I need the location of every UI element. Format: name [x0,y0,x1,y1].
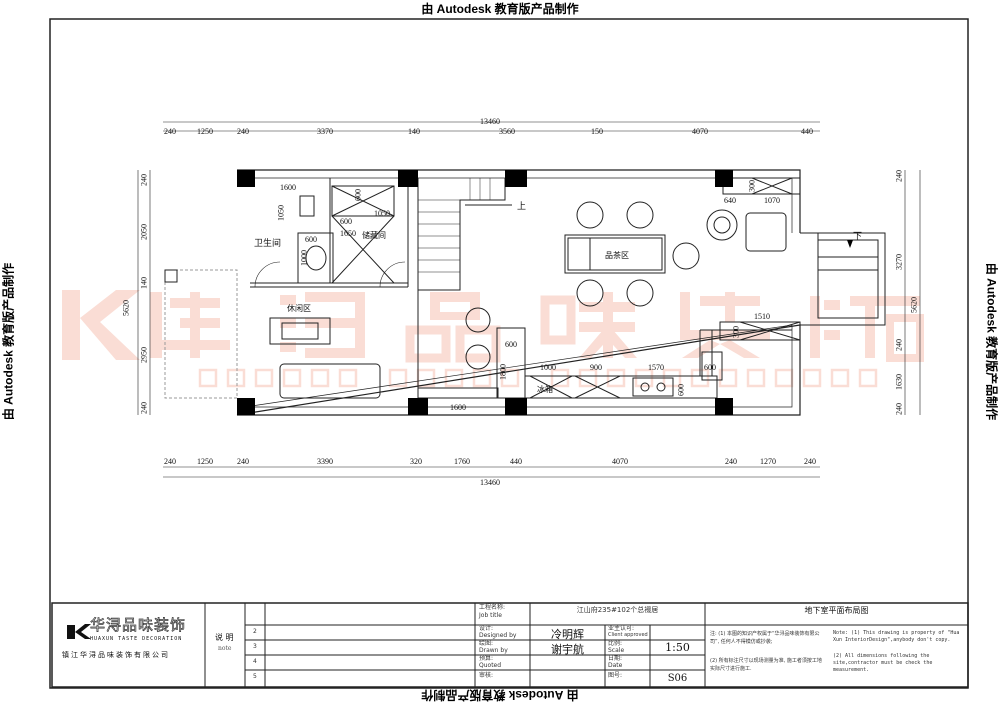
dim-bar-width: 600 [505,340,517,349]
drawer-name: 谢宇航 [530,641,605,657]
job-title: 江山府235#102个总裰居 [530,607,705,614]
dim-bottom: 240 [804,457,816,466]
client-label: 业主认可: [608,625,634,632]
room-label-fridge: 冰箱 [537,384,553,395]
dim-right: 1630 [895,374,904,390]
company-name: 镇江华浔品味装饰有限公司 [62,650,170,660]
dim-basin-height: 1000 [300,250,309,266]
dim-bar-height: 1800 [499,364,508,380]
dim-left-total: 5620 [122,300,131,316]
dim-1510: 1510 [754,312,770,321]
dim-top-total: 13460 [480,117,500,126]
client-label-en: Client approved [608,632,648,639]
dim-storage-600v: 600 [354,189,363,201]
dim-bottom: 240 [725,457,737,466]
company-logo-en: HUAXUN TASTE DECORATION [90,636,182,642]
dim-right: 240 [895,339,904,351]
dim-bench: 1600 [450,403,466,412]
dim-kitchen-600: 600 [704,363,716,372]
dim-storage-1050: 1050 [374,209,390,218]
dim-left: 2950 [140,347,149,363]
dim-top: 150 [591,127,603,136]
note-label-en: note [218,645,231,652]
checked-label: 审核: [479,672,493,679]
date-label: 日期: [608,655,622,662]
dim-kitchen-1000: 1000 [540,363,556,372]
dim-kitchen-900: 900 [590,363,602,372]
dim-bottom: 320 [410,457,422,466]
dim-bottom: 240 [164,457,176,466]
dim-top: 240 [164,127,176,136]
dim-left: 240 [140,402,149,414]
dim-basin-width: 600 [305,235,317,244]
company-logo-text: 华浔品味装饰 [90,617,186,634]
drawing-no-label: 图号: [608,672,622,679]
dim-top: 140 [408,127,420,136]
dim-right-total: 5620 [910,297,919,313]
dim-left: 140 [140,277,149,289]
dim-storage-1650: 1650 [340,229,356,238]
dim-top: 3370 [317,127,333,136]
note-en-1: Note: (1) This drawing is property of "H… [833,630,963,644]
drawn-label-en: Drawn by [479,647,508,654]
dim-bottom: 4070 [612,457,628,466]
dim-top: 1250 [197,127,213,136]
dim-bottom: 3390 [317,457,333,466]
stairs-down-label: 下 [853,229,862,242]
dim-300-top: 300 [748,180,757,192]
job-title-label: 工程名称: [479,604,505,611]
job-title-label-en: Job title [479,612,502,619]
dim-bottom: 1760 [454,457,470,466]
dim-bottom: 1250 [197,457,213,466]
dim-300-right: 300 [732,326,741,338]
drawing-title: 地下室平面布局图 [705,605,968,616]
dim-right: 240 [895,170,904,182]
dim-storage-600: 600 [340,217,352,226]
dim-bath-height: 1050 [277,205,286,221]
dim-bath-width: 1600 [280,183,296,192]
stairs-up-label: 上 [517,199,526,212]
drawing-number: S06 [650,673,705,684]
designed-label-en: Designed by [479,632,516,639]
dim-bottom-total: 13460 [480,478,500,487]
scale-label-en: Scale [608,647,624,654]
date-label-en: Date [608,662,622,669]
row-number: 4 [253,658,257,665]
dim-kitchen-1570: 1570 [648,363,664,372]
dim-bottom: 1270 [760,457,776,466]
dim-1070: 1070 [764,196,780,205]
note-en-2: (2) All dimensions following the site,co… [833,653,963,674]
dim-bottom: 440 [510,457,522,466]
dim-top: 240 [237,127,249,136]
scale-label: 比例: [608,640,622,647]
dim-top: 440 [801,127,813,136]
dim-left: 240 [140,174,149,186]
dim-left: 2050 [140,224,149,240]
room-label-tea: 品茶区 [605,250,629,261]
note-cn-2: (2) 所有标注尺寸以现场测量为准, 施工者须按工地实际尺寸进行施工. [710,657,825,673]
room-label-leisure: 休闲区 [287,303,311,314]
dim-right: 240 [895,403,904,415]
row-number: 3 [253,643,257,650]
dim-right: 3270 [895,254,904,270]
room-label-bathroom: 卫生间 [254,236,281,249]
note-cn-1: 注: (1) 本图的知识产权属于“华浔品味装饰有限公司”, 任何人不得模仿或抄袭… [710,630,825,646]
dim-top: 3560 [499,127,515,136]
dim-bottom: 240 [237,457,249,466]
note-label-cn: 说 明 [215,633,234,643]
dim-top: 4070 [692,127,708,136]
row-number: 2 [253,628,257,635]
dim-640: 640 [724,196,736,205]
quoted-label-en: Quoted [479,662,501,669]
designer-name: 冷明辉 [530,626,605,642]
scale-value: 1:50 [650,641,705,654]
drawn-label: 绘图: [479,640,493,647]
row-number: 5 [253,673,257,680]
designed-label: 设计: [479,625,493,632]
dim-kitchen-600v: 600 [677,384,686,396]
quoted-label: 预算: [479,655,493,662]
room-label-storage: 储藏间 [362,230,386,241]
